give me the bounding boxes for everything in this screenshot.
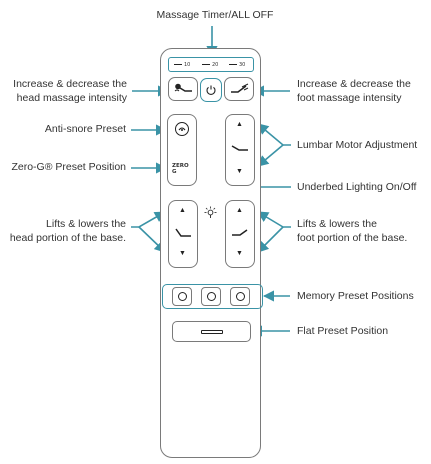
memory-preset-2-icon xyxy=(206,292,216,301)
foot-massage-icon xyxy=(231,83,249,93)
memory-preset-2-button[interactable] xyxy=(201,287,221,306)
foot-massage-button[interactable] xyxy=(224,77,254,101)
zero-g-icon: ZERO G xyxy=(172,163,189,175)
memory-preset-1-button[interactable] xyxy=(172,287,192,306)
label-memory-presets: Memory Preset Positions xyxy=(297,290,414,302)
memory-preset-3-icon xyxy=(235,292,245,301)
head-massage-icon xyxy=(174,83,192,92)
head-lift-panel xyxy=(168,200,198,268)
label-foot-massage-line2: foot massage intensity xyxy=(297,92,402,104)
label-foot-lift-line2: foot portion of the base. xyxy=(297,232,408,244)
lumbar-pointer-up xyxy=(257,123,291,146)
head-down-button[interactable]: ▼ xyxy=(179,250,186,257)
memory-preset-3-button[interactable] xyxy=(230,287,250,306)
foot-lift-pointer-down xyxy=(257,226,284,253)
lumbar-up-button[interactable]: ▲ xyxy=(236,121,243,128)
timer-option-20[interactable]: 20 xyxy=(202,60,227,69)
lumbar-down-button[interactable]: ▼ xyxy=(236,168,243,175)
label-head-lift-line1: Lifts & lowers the xyxy=(46,218,126,230)
lumbar-pointer-down xyxy=(257,144,284,167)
timer-option-30[interactable]: 30 xyxy=(229,60,254,69)
timer-option-30-label: 30 xyxy=(239,61,246,68)
label-underbed-lighting: Underbed Lighting On/Off xyxy=(297,181,417,193)
zero-g-button[interactable]: ZERO G xyxy=(172,162,192,176)
foot-lift-pointer-up xyxy=(257,211,291,228)
label-foot-lift-line1: Lifts & lowers the xyxy=(297,218,377,230)
label-lumbar: Lumbar Motor Adjustment xyxy=(297,139,418,151)
head-up-button[interactable]: ▲ xyxy=(179,207,186,214)
anti-snore-icon xyxy=(178,127,186,131)
label-head-massage-line1: Increase & decrease the xyxy=(13,78,127,90)
anti-snore-zero-g-panel xyxy=(167,114,197,186)
memory-preset-1-icon xyxy=(177,292,187,301)
foot-down-button[interactable]: ▼ xyxy=(236,250,243,257)
foot-up-button[interactable]: ▲ xyxy=(236,207,243,214)
lumbar-icon xyxy=(231,145,248,151)
head-lift-icon xyxy=(175,228,191,237)
label-foot-massage-line1: Increase & decrease the xyxy=(297,78,411,90)
foot-lift-panel xyxy=(225,200,255,268)
anti-snore-button[interactable] xyxy=(175,122,189,136)
memory-presets-group xyxy=(162,284,263,309)
label-flat-preset: Flat Preset Position xyxy=(297,325,389,337)
flat-icon xyxy=(200,329,223,334)
label-massage-timer: Massage Timer/ALL OFF xyxy=(156,9,274,21)
power-icon xyxy=(206,85,216,95)
power-all-off-button[interactable] xyxy=(200,78,222,102)
head-massage-button[interactable] xyxy=(168,77,198,101)
light-bulb-icon[interactable] xyxy=(204,206,217,221)
label-zero-g: Zero-G® Preset Position xyxy=(11,161,126,173)
label-head-lift-line2: head portion of the base. xyxy=(9,232,126,244)
timer-option-10-label: 10 xyxy=(184,61,191,68)
foot-lift-icon xyxy=(232,229,248,236)
flat-preset-button[interactable] xyxy=(172,321,251,342)
massage-timer-bar[interactable]: 10 20 30 xyxy=(168,57,254,72)
label-head-massage-line2: head massage intensity xyxy=(16,92,127,104)
timer-option-10[interactable]: 10 xyxy=(174,60,199,69)
label-anti-snore: Anti-snore Preset xyxy=(44,123,126,135)
timer-option-20-label: 20 xyxy=(212,61,219,68)
